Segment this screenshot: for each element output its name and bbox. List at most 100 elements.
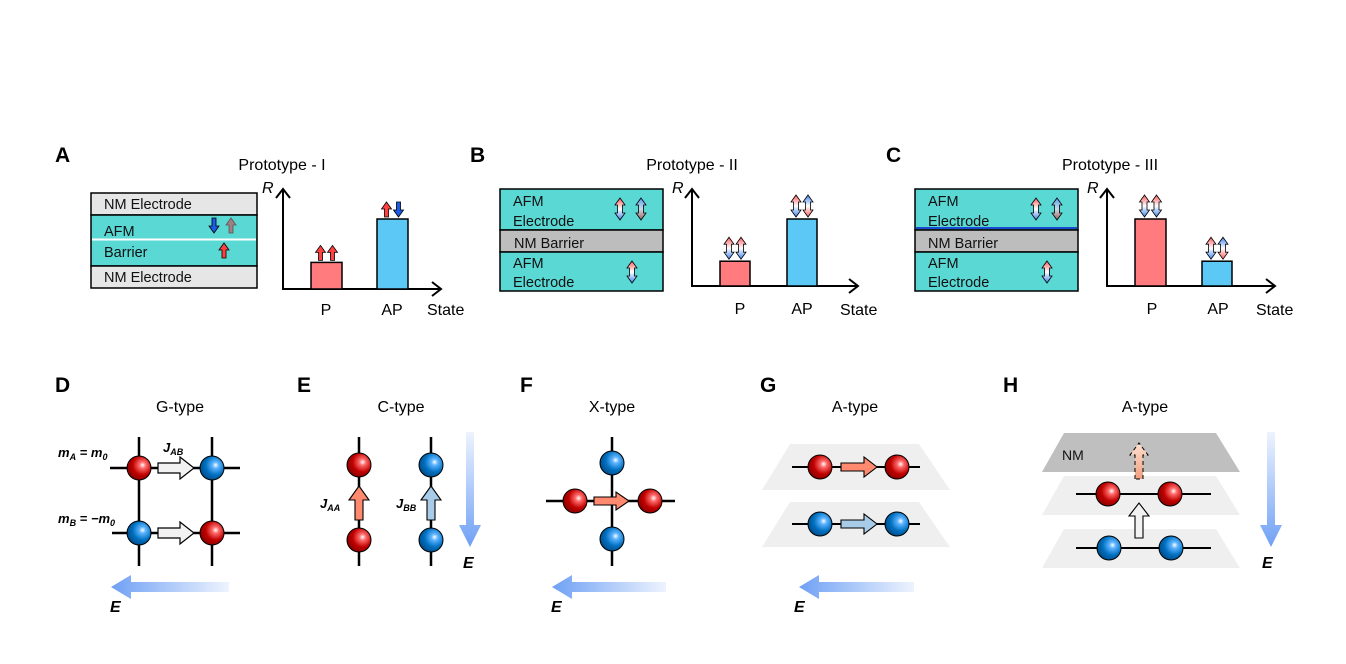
atom-blue <box>199 455 225 481</box>
layer-label: Electrode <box>928 275 989 291</box>
double-arrow-icon <box>1205 236 1217 260</box>
exchange-arrow-icon <box>1127 502 1151 539</box>
atom-blue <box>884 511 910 537</box>
spin-up-arrow-icon <box>218 242 230 259</box>
layer-label: NM Electrode <box>104 270 192 286</box>
category-label-p: P <box>1147 301 1158 318</box>
electric-field-arrow-icon <box>799 575 914 599</box>
panel-d: D G-type mA = m0 mB = −m0 JAB E <box>55 374 240 616</box>
double-arrow-icon <box>802 194 814 218</box>
atom-red <box>884 454 910 480</box>
bar-p <box>310 261 343 290</box>
jaa-label: JAA <box>320 496 340 513</box>
layer-label: Barrier <box>104 245 148 261</box>
bar-p-spins <box>1138 194 1163 218</box>
electric-field-arrow-icon <box>459 432 481 547</box>
e-field-label: E <box>1262 555 1274 572</box>
category-label-ap: AP <box>1207 301 1228 318</box>
x-axis-arrowhead-icon <box>431 281 443 297</box>
atom-blue <box>126 520 152 546</box>
panel-g: G A-type E <box>760 374 950 616</box>
panel-label: A <box>55 144 70 167</box>
atom-blue <box>418 527 444 553</box>
exchange-arrow-icon <box>419 485 443 521</box>
exchange-arrow-icon <box>347 485 371 521</box>
spin-up-arrow-icon <box>380 201 393 218</box>
bar-ap-spins <box>790 194 814 218</box>
x-axis-label: State <box>1256 302 1293 319</box>
electric-field-arrow-icon <box>552 575 666 599</box>
atom-blue <box>1158 535 1184 561</box>
atom-blue <box>599 450 625 476</box>
panel-title: C-type <box>377 399 424 416</box>
jbb-label: JBB <box>396 496 417 513</box>
panel-title: X-type <box>589 399 635 416</box>
panel-h: H A-type NM E <box>1003 374 1282 572</box>
layer-label: NM Electrode <box>104 197 192 213</box>
double-arrow-icon <box>1041 260 1053 284</box>
resistance-chart: R State P AP <box>672 180 877 319</box>
layer-label: AFM <box>513 256 544 272</box>
layer-nm-electrode-bottom <box>90 265 258 289</box>
y-axis-arrowhead-icon <box>275 187 291 199</box>
atom-blue <box>1096 535 1122 561</box>
panel-label: H <box>1003 374 1018 397</box>
layer-stack: NM Electrode AFM Barrier NM Electrode <box>90 192 258 289</box>
y-axis-arrowhead-icon <box>1099 187 1115 199</box>
atom-red <box>807 454 833 480</box>
spin-up-arrow-icon <box>326 244 339 261</box>
layer-label: NM Barrier <box>928 236 998 252</box>
category-label-ap: AP <box>381 302 402 319</box>
spin-down-arrow-icon <box>208 217 220 234</box>
atom-red <box>1095 481 1121 507</box>
electric-field-arrow-icon <box>1260 432 1282 547</box>
layer-afm-electrode-top <box>499 188 664 231</box>
category-label-p: P <box>735 301 746 318</box>
layer-label: Electrode <box>928 214 989 230</box>
atom-blue <box>418 452 444 478</box>
y-axis-label: R <box>262 180 274 197</box>
layer-stack: AFM Electrode NM Barrier AFM Electrode <box>499 188 664 292</box>
double-arrow-icon <box>1051 197 1063 221</box>
bar-ap <box>786 218 818 287</box>
bar-p-spins <box>314 244 339 261</box>
layer-afm-electrode-bottom <box>499 251 664 292</box>
e-field-label: E <box>110 599 122 616</box>
atom-red <box>562 488 588 514</box>
exchange-arrow-icon <box>157 455 195 546</box>
panel-title: Prototype - III <box>1062 157 1158 174</box>
y-axis-label: R <box>672 180 684 197</box>
x-axis-label: State <box>840 302 877 319</box>
e-field-label: E <box>551 599 563 616</box>
double-arrow-icon <box>723 236 735 260</box>
resistance-chart: R State P AP <box>1087 180 1293 319</box>
double-arrow-icon <box>1138 194 1151 218</box>
panel-f: F X-type E <box>520 374 675 616</box>
category-label-p: P <box>321 302 332 319</box>
atom-red <box>346 452 372 478</box>
panel-label: D <box>55 374 70 397</box>
electric-field-arrow-icon <box>111 575 229 599</box>
layer-label: AFM <box>104 224 135 240</box>
y-axis-label: R <box>1087 180 1099 197</box>
panel-label: G <box>760 374 776 397</box>
double-arrow-icon <box>1217 236 1229 260</box>
layer-stack: AFM Electrode NM Barrier AFM Electrode <box>914 188 1079 292</box>
panel-label: E <box>297 374 311 397</box>
double-arrow-icon <box>1030 197 1042 221</box>
double-arrow-icon <box>790 194 802 218</box>
e-field-label: E <box>463 555 475 572</box>
panel-label: C <box>886 144 901 167</box>
atom-red <box>1157 481 1183 507</box>
panel-title: G-type <box>156 399 204 416</box>
panel-label: B <box>470 144 485 167</box>
panel-label: F <box>520 374 533 397</box>
atom-blue <box>599 526 625 552</box>
exchange-arrow-icon <box>840 455 878 479</box>
e-field-label: E <box>794 599 806 616</box>
x-axis-arrowhead-icon <box>848 278 860 294</box>
layer-afm-electrode-bottom <box>914 251 1079 292</box>
ma-label: mA = m0 <box>58 445 107 462</box>
bar-p <box>719 260 751 287</box>
panel-title: A-type <box>1122 399 1168 416</box>
